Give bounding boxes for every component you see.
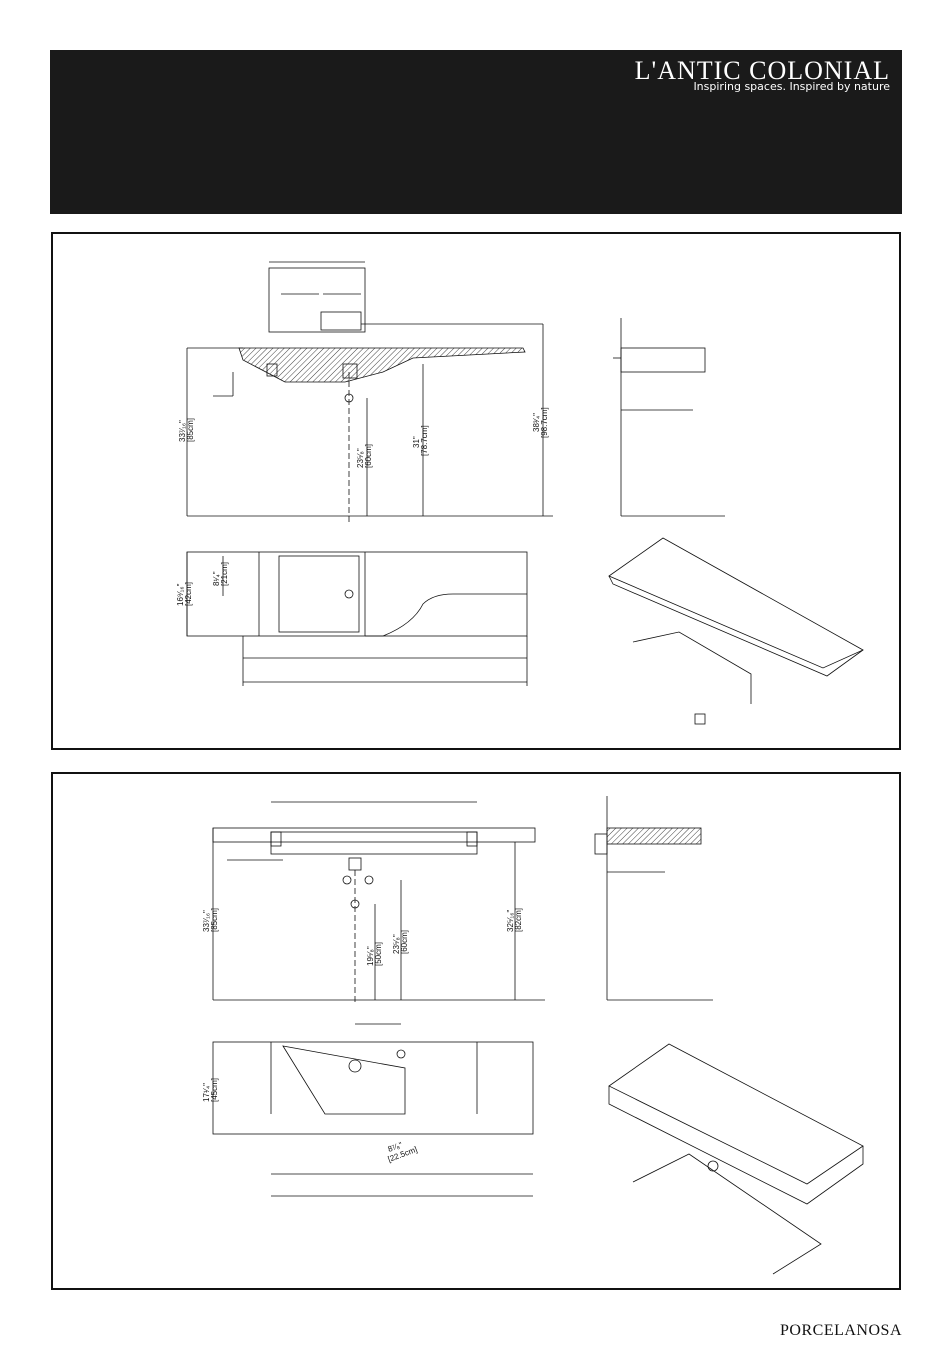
basin-section	[239, 348, 525, 382]
brand-tagline: Inspiring spaces. Inspired by nature	[693, 80, 890, 93]
perspective-top-2	[609, 1044, 863, 1184]
header-banner: L'ANTIC COLONIAL Inspiring spaces. Inspi…	[50, 50, 902, 214]
dim-faucet-height-cm: [98.7cm]	[540, 407, 549, 438]
perspective-frame	[633, 632, 751, 704]
dim-drain-height-cm: [60cm]	[364, 444, 373, 468]
drain-fitting-2	[708, 1161, 718, 1171]
perspective-top	[609, 538, 863, 668]
dim-height-total-cm: [85cm]	[186, 418, 195, 442]
dim2-height-total-cm: [85cm]	[210, 908, 219, 932]
plan-outline-2	[213, 1042, 533, 1134]
dim2-drain-height-cm: [60cm]	[400, 930, 409, 954]
dim2-depth-cm: [45cm]	[210, 1078, 219, 1102]
counter-outline	[213, 828, 535, 842]
dim-counter-height-cm: [78.7cm]	[420, 425, 429, 456]
mirror-outline	[269, 268, 365, 332]
footer-brand: PORCELANOSA	[780, 1322, 902, 1340]
drain-fitting	[695, 714, 705, 724]
technical-drawing-1: 33⁷⁄₁₆" [85cm] 23⁵⁄₈" [60cm] 31" [78.7cm…	[53, 234, 899, 748]
dim2-drain-low-cm: [50cm]	[374, 942, 383, 966]
technical-drawing-2: 33⁷⁄₁₆" [85cm] 19⁵⁄₈" [50cm] 23⁵⁄₈" [60c…	[53, 774, 899, 1288]
perspective-frame-2	[633, 1154, 821, 1274]
dim-depth-cm: [42cm]	[184, 582, 193, 606]
dim2-counter-height-cm: [82cm]	[514, 908, 523, 932]
dim-bowl-offset-cm: [21cm]	[220, 562, 229, 586]
panel-drawing-2: 33⁷⁄₁₆" [85cm] 19⁵⁄₈" [50cm] 23⁵⁄₈" [60c…	[51, 772, 901, 1290]
panel-drawing-1: 33⁷⁄₁₆" [85cm] 23⁵⁄₈" [60cm] 31" [78.7cm…	[51, 232, 901, 750]
